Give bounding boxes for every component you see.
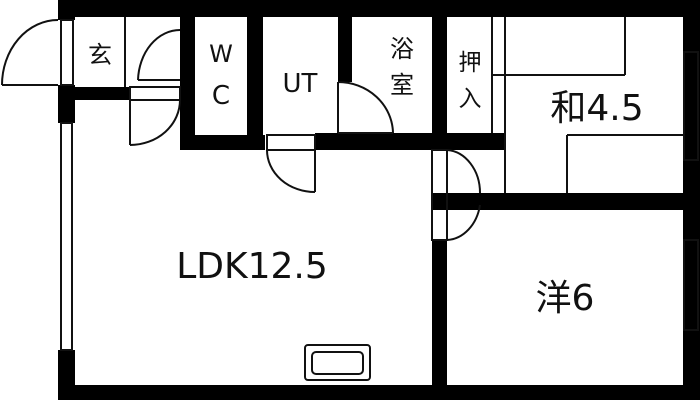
bath-label-bottom: 室 bbox=[390, 71, 414, 99]
ldk-label: LDK12.5 bbox=[176, 246, 328, 287]
closet-label-top: 押 bbox=[459, 50, 482, 76]
japanese-room-label: 和4.5 bbox=[550, 88, 643, 129]
walls bbox=[58, 0, 700, 400]
bath-label-top: 浴 bbox=[390, 35, 414, 63]
western-room-label: 洋6 bbox=[536, 278, 595, 319]
closet-label-bottom: 入 bbox=[459, 86, 482, 112]
room-labels: 玄 W C UT 浴 室 押 入 和4.5 LDK12.5 洋6 bbox=[88, 35, 644, 319]
kitchen-sink bbox=[304, 344, 371, 381]
interior-lines bbox=[124, 17, 683, 381]
wc-label-bottom: C bbox=[212, 81, 230, 111]
utility-label: UT bbox=[283, 69, 318, 99]
entrance-label: 玄 bbox=[88, 41, 112, 69]
wc-label-top: W bbox=[209, 40, 233, 68]
doors bbox=[1, 19, 482, 241]
windows bbox=[60, 19, 699, 351]
